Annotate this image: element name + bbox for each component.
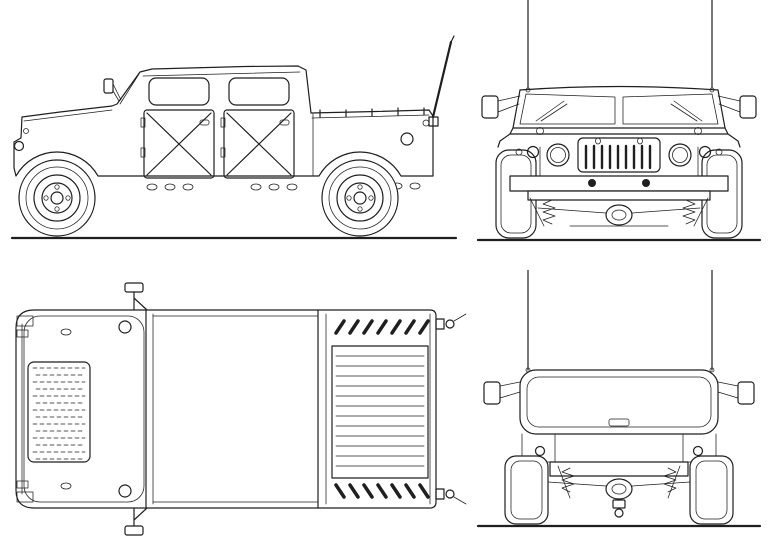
radiator-hatch-panel bbox=[27, 361, 91, 463]
windshield-right-pane bbox=[622, 93, 719, 125]
door-window-front bbox=[148, 77, 210, 106]
front-view-svg bbox=[476, 0, 762, 242]
fuel-filler-bottom bbox=[118, 484, 132, 498]
door-hinge bbox=[220, 147, 226, 158]
headlight-left bbox=[546, 143, 570, 167]
right-mirror bbox=[717, 95, 757, 119]
door-hinge bbox=[140, 117, 146, 128]
rocker-vents bbox=[146, 182, 421, 191]
top-view bbox=[0, 270, 470, 556]
left-mirror bbox=[481, 95, 521, 119]
rear-bumper bbox=[549, 461, 689, 477]
hood-panel bbox=[23, 315, 145, 503]
bumper-dot-left bbox=[588, 179, 596, 187]
cargo-rail-ticks bbox=[319, 107, 425, 118]
hood-oval-top bbox=[60, 328, 72, 336]
door-hinge bbox=[220, 117, 226, 128]
taillight-left bbox=[534, 445, 546, 457]
front-corner-fittings bbox=[16, 315, 34, 503]
door-handle-rear bbox=[279, 119, 290, 126]
front-wheel bbox=[18, 159, 96, 237]
rear-wheel bbox=[321, 159, 399, 237]
hood-latch-left bbox=[595, 137, 601, 145]
vent-slots-top bbox=[334, 319, 430, 335]
rear-box-inner bbox=[526, 376, 712, 428]
cab-inner-lines bbox=[152, 315, 319, 503]
windshield-line bbox=[145, 309, 154, 509]
hood-latch-right bbox=[637, 137, 643, 145]
mirror-top bbox=[124, 282, 148, 311]
left-mirror bbox=[483, 381, 521, 405]
sling-lines bbox=[525, 0, 715, 93]
roof-line bbox=[519, 85, 719, 91]
suspension bbox=[527, 190, 711, 227]
left-tire bbox=[504, 455, 549, 525]
front-view bbox=[470, 0, 768, 270]
fender-signal-right bbox=[694, 127, 702, 135]
door-handle-front bbox=[199, 119, 210, 126]
rear-box bbox=[519, 369, 719, 435]
sling-lines bbox=[525, 270, 715, 373]
windshield-frame bbox=[512, 89, 726, 129]
hood-oval-bottom bbox=[60, 482, 72, 490]
rear-view bbox=[470, 270, 768, 556]
windshield-left-pane bbox=[519, 93, 616, 125]
door-rear bbox=[220, 109, 295, 179]
antenna bbox=[428, 35, 455, 127]
vent-slots-bottom bbox=[334, 483, 430, 499]
hood-lines bbox=[497, 127, 741, 148]
rear-shackle-bottom bbox=[435, 488, 467, 505]
top-view-svg bbox=[15, 282, 467, 536]
wipers bbox=[535, 100, 703, 122]
fender-signal-left bbox=[536, 127, 544, 135]
differential bbox=[605, 478, 633, 500]
door-window-rear bbox=[228, 77, 290, 106]
headlight bbox=[13, 128, 29, 152]
fuel-filler-top bbox=[118, 320, 132, 334]
pintle-hook bbox=[612, 499, 626, 518]
mirror-bottom bbox=[124, 507, 148, 536]
bumper-dot-right bbox=[642, 179, 650, 187]
rear-view-svg bbox=[476, 270, 762, 528]
rear-shackle-top bbox=[435, 313, 467, 330]
bulkhead-lines bbox=[317, 309, 327, 509]
cargo-rib-panel bbox=[331, 345, 429, 479]
blackout-light-left bbox=[515, 145, 540, 159]
handle-plate bbox=[608, 418, 630, 427]
body-sides bbox=[539, 146, 699, 177]
right-tire bbox=[689, 455, 734, 525]
right-mirror bbox=[717, 381, 755, 405]
differential bbox=[605, 204, 633, 226]
door-hinge bbox=[140, 147, 146, 158]
side-mirror bbox=[103, 78, 122, 102]
suspension bbox=[547, 465, 691, 518]
side-view bbox=[0, 0, 470, 270]
door-front bbox=[140, 109, 215, 179]
grille bbox=[577, 137, 661, 173]
blackout-light-right bbox=[698, 145, 723, 159]
taillight-right bbox=[692, 445, 704, 457]
bumper bbox=[509, 175, 729, 192]
headlight-right bbox=[668, 143, 692, 167]
tailgate-lines bbox=[521, 433, 717, 463]
left-tire bbox=[495, 149, 537, 239]
side-view-svg bbox=[10, 35, 458, 240]
